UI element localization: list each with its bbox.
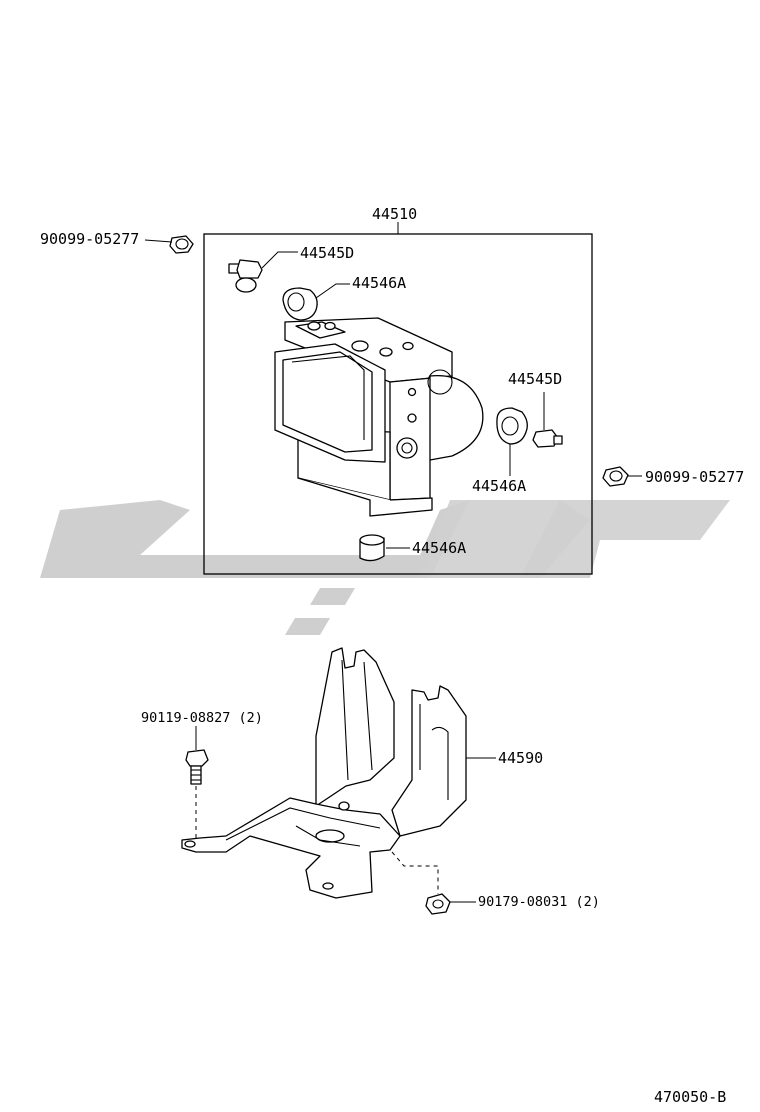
figure-code: 470050-B (654, 1088, 726, 1106)
callout-stud-upper: 44545D (300, 244, 354, 262)
callout-stud-right: 44545D (508, 370, 562, 388)
bolt-right-icon (602, 466, 629, 487)
grommet-upper-icon (282, 287, 318, 321)
assembly-label: 44510 (372, 205, 417, 223)
grommet-bottom-icon (359, 534, 385, 562)
watermark (40, 500, 730, 635)
callout-bolt-left-top: 90099-05277 (40, 230, 139, 248)
callout-grommet-upper: 44546A (352, 274, 406, 292)
grommet-right-icon (496, 407, 528, 445)
callout-bolt-bracket-left: 90119-08827 (2) (141, 710, 263, 726)
callout-grommet-bottom: 44546A (412, 539, 466, 557)
abs-actuator-icon (274, 317, 484, 517)
callout-nut-bracket: 90179-08031 (2) (478, 894, 600, 910)
callout-grommet-right: 44546A (472, 477, 526, 495)
callout-bolt-right: 90099-05277 (645, 468, 744, 486)
bracket-icon (181, 647, 467, 899)
nut-bracket-icon (425, 893, 451, 915)
bracket-label: 44590 (498, 749, 543, 767)
stud-upper-icon (228, 259, 263, 293)
bolt-bracket-left-icon (185, 749, 209, 785)
bolt-left-top-icon (169, 235, 194, 254)
stud-right-icon (532, 429, 563, 448)
